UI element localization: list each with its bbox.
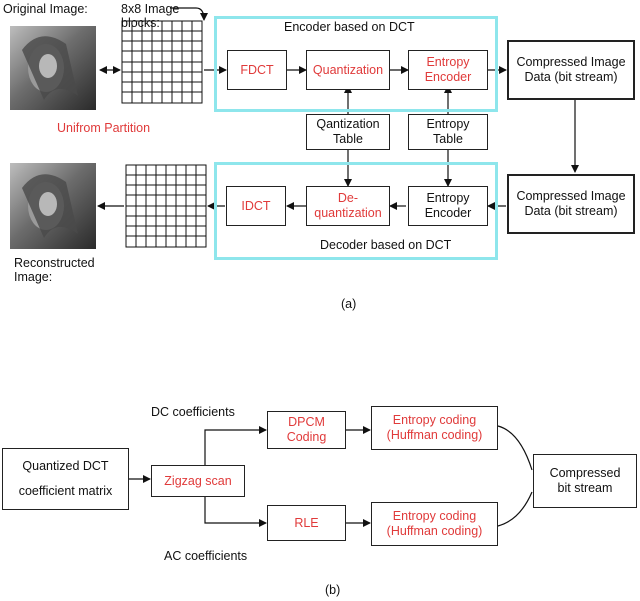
reconstructed-image-thumbnail: [10, 163, 96, 249]
caption-b: (b): [325, 583, 341, 597]
image-blocks-label: 8x8 Image blocks:: [121, 2, 179, 31]
rle-box: RLE: [267, 505, 346, 541]
quantization-box: Quantization: [306, 50, 390, 90]
dequantization-box: De-quantization: [306, 186, 390, 226]
entropy-coding-top-box: Entropy coding(Huffman coding): [371, 406, 498, 450]
image-blocks-line-2: blocks:: [121, 16, 160, 31]
arrows-panel-b: [129, 425, 533, 527]
encoder-title: Encoder based on DCT: [284, 20, 415, 34]
fdct-box: FDCT: [227, 50, 287, 90]
arrows-panel-a: [97, 7, 579, 210]
image-block-grid-bottom: [125, 164, 207, 248]
unifrom-partition-label: Unifrom Partition: [57, 121, 151, 135]
original-image-label: Original Image:: [3, 2, 88, 16]
decoder-frame: [214, 162, 498, 260]
zigzag-scan-box: Zigzag scan: [151, 465, 245, 497]
original-image-thumbnail: [10, 26, 96, 110]
image-block-grid-top: [121, 20, 203, 104]
idct-box: IDCT: [226, 186, 286, 226]
entropy-coding-bottom-box: Entropy coding(Huffman coding): [371, 502, 498, 546]
caption-a: (a): [341, 297, 357, 311]
dc-coefficients-label: DC coefficients: [151, 405, 235, 419]
encoder-frame: [214, 16, 498, 112]
decoder-title: Decoder based on DCT: [320, 238, 452, 252]
image-blocks-line-1: 8x8 Image: [121, 2, 180, 16]
reconstructed-image-label: Reconstructed Image:: [14, 256, 95, 285]
ac-coefficients-label: AC coefficients: [164, 549, 248, 563]
